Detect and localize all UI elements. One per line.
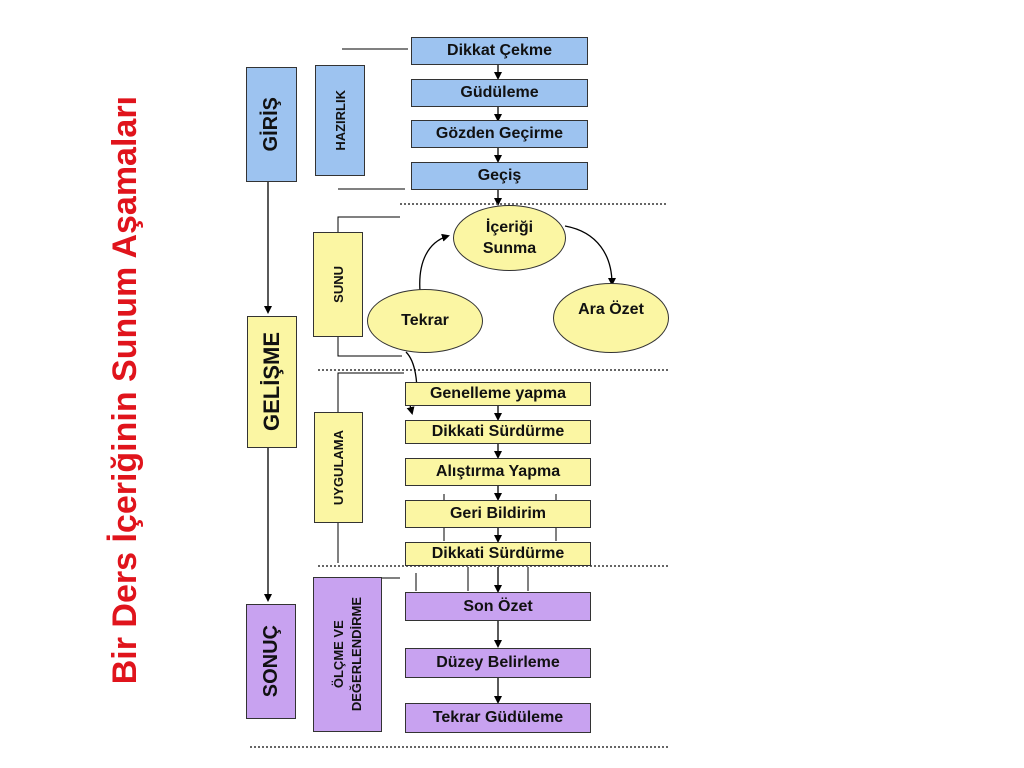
step-gudulme-label: Güdüleme <box>460 84 539 101</box>
step-alistirma-yapma: Alıştırma Yapma <box>405 458 591 486</box>
phase-sunu-label: SUNU <box>330 266 346 303</box>
phase-olcme-line1: ÖLÇME VE <box>330 620 346 689</box>
arrow-into-genelleme <box>406 404 415 415</box>
step-son-ozet: Son Özet <box>405 592 591 621</box>
step-gudulme: Güdüleme <box>411 79 588 107</box>
step-duzey-belirleme: Düzey Belirleme <box>405 648 591 678</box>
step-son-ozet-label: Son Özet <box>463 597 533 615</box>
arrow-tekrar-icerigi <box>419 233 450 292</box>
ellipse-ara-ozet: Ara Özet <box>553 283 669 353</box>
stage-giris-label: GİRİŞ <box>260 97 282 152</box>
step-genelleme-yapma-label: Genelleme yapma <box>429 385 567 402</box>
arrow-icerigi-ara <box>564 225 616 286</box>
step-gozden-gecirme-label: Gözden Geçirme <box>435 125 564 142</box>
step-geri-bildirim: Geri Bildirim <box>405 500 591 528</box>
tekrar-label: Tekrar <box>401 312 449 329</box>
step-tekrar-gudulme-label: Tekrar Güdüleme <box>432 709 564 726</box>
step-duzey-belirleme-label: Düzey Belirleme <box>436 654 560 671</box>
step-alistirma-yapma-label: Alıştırma Yapma <box>435 463 561 480</box>
stage-sonuc: SONUÇ <box>246 604 296 719</box>
step-dikkat-cekme: Dikkat Çekme <box>411 37 588 65</box>
ellipse-tekrar: Tekrar <box>367 289 483 353</box>
step-gozden-gecirme: Gözden Geçirme <box>411 120 588 148</box>
phase-uygulama-label: UYGULAMA <box>331 429 346 506</box>
stage-sonuc-label: SONUÇ <box>259 625 282 698</box>
stage-gelisme-label: GELİŞME <box>259 332 284 432</box>
step-tekrar-gudulme: Tekrar Güdüleme <box>405 703 591 733</box>
icerigi-line1: İçeriği <box>485 219 534 236</box>
phase-hazirlik-label: HAZIRLIK <box>332 90 348 151</box>
phase-sunu: SUNU <box>313 232 363 337</box>
step-gecis: Geçiş <box>411 162 588 190</box>
step-dikkat-cekme-label: Dikkat Çekme <box>447 42 552 59</box>
phase-uygulama: UYGULAMA <box>314 412 363 523</box>
step-dikkati-surdurme-1-label: Dikkati Sürdürme <box>431 423 565 440</box>
phase-olcme-line2: DEĞERLENDİRME <box>348 597 364 712</box>
phase-hazirlik: HAZIRLIK <box>315 65 365 176</box>
stage-gelisme: GELİŞME <box>247 316 297 448</box>
step-genelleme-yapma: Genelleme yapma <box>405 382 591 406</box>
ara-ozet-label: Ara Özet <box>578 301 644 318</box>
step-gecis-label: Geçiş <box>477 167 522 184</box>
step-dikkati-surdurme-1: Dikkati Sürdürme <box>405 420 591 444</box>
icerigi-line2: Sunma <box>482 240 537 257</box>
step-dikkati-surdurme-2-label: Dikkati Sürdürme <box>431 545 565 562</box>
step-dikkati-surdurme-2: Dikkati Sürdürme <box>405 542 591 566</box>
step-geri-bildirim-label: Geri Bildirim <box>449 505 547 522</box>
stage-giris: GİRİŞ <box>246 67 297 182</box>
